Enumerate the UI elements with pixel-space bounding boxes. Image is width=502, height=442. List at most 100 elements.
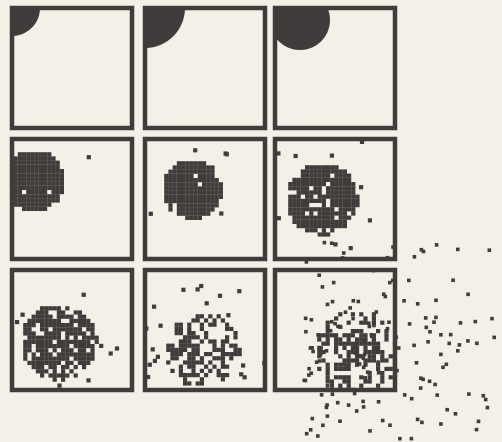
stray-pixel xyxy=(230,404,234,408)
disc-pixel xyxy=(372,358,376,362)
disc-pixel xyxy=(40,319,44,323)
disc-pixel xyxy=(206,178,210,182)
disc-pixel xyxy=(347,186,351,190)
spray-pixel xyxy=(477,420,481,424)
disc-pixel xyxy=(351,333,355,337)
spray-pixel xyxy=(486,406,490,410)
disc-pixel xyxy=(376,346,380,350)
disc-pixel xyxy=(204,331,208,335)
disc-pixel xyxy=(380,354,384,358)
disc-pixel xyxy=(43,152,47,156)
disc-pixel xyxy=(35,194,39,198)
panel-5 xyxy=(145,139,265,259)
disc-pixel xyxy=(376,384,380,388)
disc-pixel xyxy=(40,315,44,319)
disc-pixel xyxy=(30,161,34,165)
disc-pixel xyxy=(36,348,40,352)
stray-pixel xyxy=(152,305,156,309)
disc-pixel xyxy=(185,170,189,174)
disc-pixel xyxy=(200,314,204,318)
disc-pixel xyxy=(347,199,351,203)
disc-pixel xyxy=(204,335,208,339)
disc-pixel xyxy=(326,232,330,236)
disc-pixel xyxy=(225,323,229,327)
disc-pixel xyxy=(322,207,326,211)
disc-pixel xyxy=(343,169,347,173)
disc-pixel xyxy=(48,323,52,327)
spray-pixel xyxy=(474,320,478,324)
disc-pixel xyxy=(35,173,39,177)
disc-pixel xyxy=(317,337,321,341)
spray-pixel xyxy=(325,349,329,353)
disc-pixel xyxy=(208,314,212,318)
disc-pixel xyxy=(210,199,214,203)
disc-pixel xyxy=(26,161,30,165)
disc-pixel xyxy=(318,165,322,169)
disc-pixel xyxy=(313,199,317,203)
spray-pixel xyxy=(482,394,486,398)
disc-pixel xyxy=(181,178,185,182)
stray-pixel xyxy=(86,378,90,382)
disc-pixel xyxy=(318,190,322,194)
disc-pixel xyxy=(215,182,219,186)
disc-pixel xyxy=(56,194,60,198)
disc-pixel xyxy=(61,352,65,356)
disc-pixel xyxy=(65,373,69,377)
disc-pixel xyxy=(44,331,48,335)
spray-pixel xyxy=(368,429,372,433)
disc-pixel xyxy=(380,350,384,354)
disc-pixel xyxy=(318,207,322,211)
spray-pixel xyxy=(388,423,392,427)
spray-pixel xyxy=(391,245,395,249)
disc-pixel xyxy=(53,348,57,352)
disc-pixel xyxy=(36,365,40,369)
disc-pixel xyxy=(40,344,44,348)
disc-pixel xyxy=(57,310,61,314)
disc-pixel xyxy=(173,191,177,195)
panel-3 xyxy=(270,0,395,128)
disc-pixel xyxy=(179,331,183,335)
disc-pixel xyxy=(189,199,193,203)
disc-pixel xyxy=(35,169,39,173)
disc-pixel xyxy=(51,165,55,169)
disc-pixel xyxy=(389,375,393,379)
disc-pixel xyxy=(288,207,292,211)
stray-pixel xyxy=(277,216,281,220)
disc-pixel xyxy=(56,198,60,202)
disc-pixel xyxy=(18,161,22,165)
stray-pixel xyxy=(241,363,245,367)
disc-pixel xyxy=(339,182,343,186)
disc-pixel xyxy=(343,195,347,199)
disc-pixel xyxy=(372,316,376,320)
disc-pixel xyxy=(43,177,47,181)
disc-pixel xyxy=(334,190,338,194)
disc-pixel xyxy=(292,220,296,224)
disc-pixel xyxy=(189,186,193,190)
disc-pixel xyxy=(334,367,338,371)
disc-pixel xyxy=(86,340,90,344)
stray-pixel xyxy=(148,363,152,367)
spray-pixel xyxy=(434,299,438,303)
disc-pixel xyxy=(82,336,86,340)
disc-pixel xyxy=(179,327,183,331)
disc-pixel xyxy=(334,199,338,203)
disc-pixel xyxy=(215,199,219,203)
disc-pixel xyxy=(187,381,191,385)
disc-pixel xyxy=(326,195,330,199)
disc-pixel xyxy=(372,346,376,350)
spray-pixel xyxy=(310,318,314,322)
disc-pixel xyxy=(210,207,214,211)
disc-pixel xyxy=(30,203,34,207)
disc-pixel xyxy=(297,207,301,211)
spray-pixel xyxy=(325,406,329,410)
disc-pixel xyxy=(309,211,313,215)
disc-pixel xyxy=(200,381,204,385)
spray-pixel xyxy=(332,281,336,285)
disc-pixel xyxy=(185,216,189,220)
disc-pixel xyxy=(221,365,225,369)
disc-pixel xyxy=(376,342,380,346)
disc-pixel xyxy=(44,336,48,340)
disc-pixel xyxy=(189,165,193,169)
disc-pixel xyxy=(168,174,172,178)
stray-pixel xyxy=(218,294,222,298)
